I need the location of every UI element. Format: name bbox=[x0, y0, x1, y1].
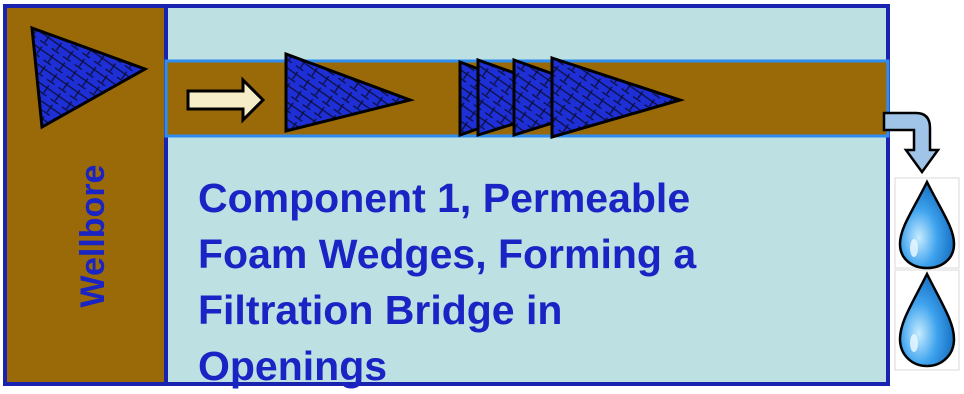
water-drop-icon bbox=[894, 177, 960, 270]
caption-line: Filtration Bridge in bbox=[198, 287, 563, 333]
water-drop-icon bbox=[894, 269, 960, 371]
component-caption: Component 1, Permeable Foam Wedges, Form… bbox=[198, 170, 878, 394]
caption-line: Foam Wedges, Forming a bbox=[198, 231, 697, 277]
foam-wedge-icon bbox=[550, 55, 686, 139]
foam-wedge-icon bbox=[30, 25, 149, 130]
flow-arrow-icon bbox=[186, 76, 266, 124]
flow-arrow-icon bbox=[882, 111, 941, 175]
caption-line: Openings bbox=[198, 343, 388, 389]
caption-line: Component 1, Permeable bbox=[198, 175, 691, 221]
wellbore-label: Wellbore bbox=[74, 165, 112, 308]
foam-wedge-icon bbox=[284, 51, 416, 133]
